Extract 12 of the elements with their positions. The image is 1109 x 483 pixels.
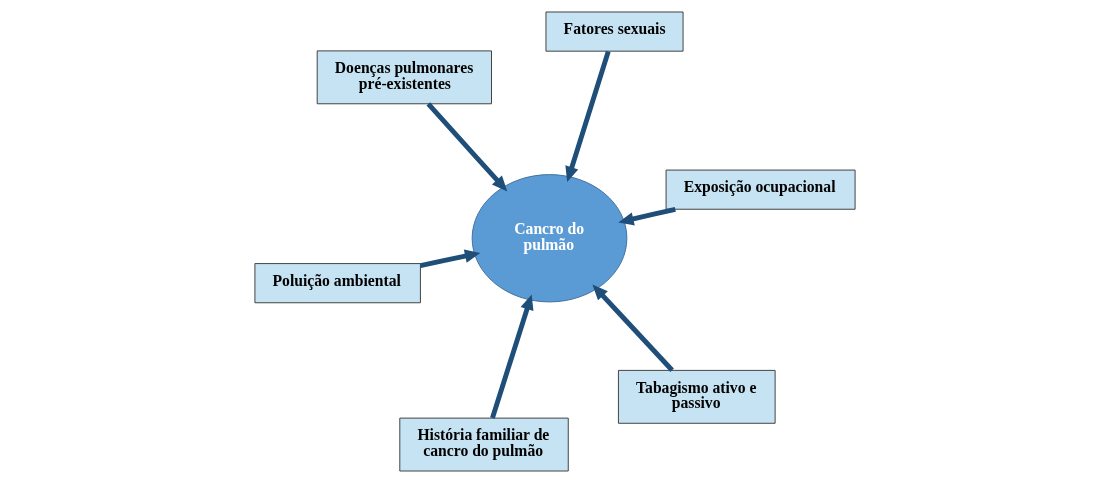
arrow [426, 102, 507, 192]
arrow [617, 206, 676, 226]
node-box: Tabagismo ativo e passivo [617, 369, 776, 424]
arrow [489, 294, 533, 419]
node-box: Exposição ocupacional [665, 169, 856, 210]
arrow [591, 284, 674, 372]
node-box: Fatores sexuais [544, 11, 684, 52]
node-box: Doenças pulmonares pré-existentes [316, 50, 492, 105]
node-box: História familiar de cancro do pulmão [398, 417, 569, 472]
arrow [419, 249, 480, 268]
node-box: Poluição ambiental [253, 263, 421, 304]
arrow [564, 50, 611, 183]
